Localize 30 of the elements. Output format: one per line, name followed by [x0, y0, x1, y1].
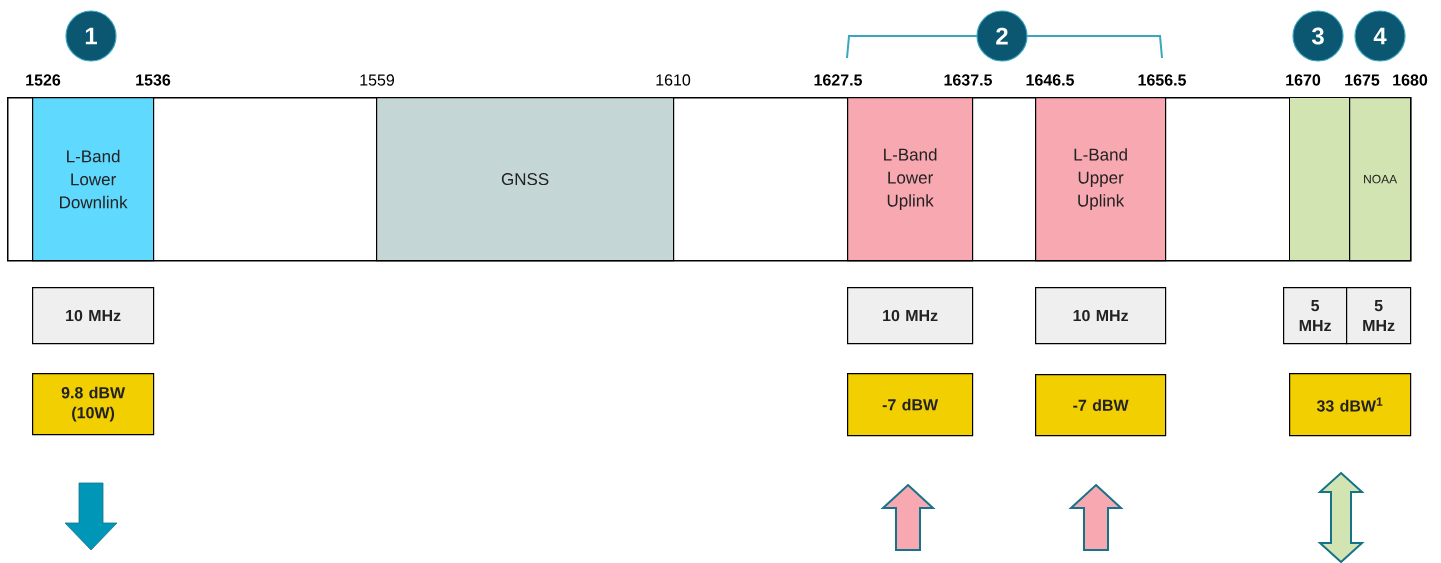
power-box: -7 dBW [1035, 374, 1167, 437]
bandwidth-box: 5 MHz [1283, 287, 1348, 345]
frequency-label: 1670 [1286, 74, 1321, 86]
frequency-label: 1637.5 [944, 74, 992, 86]
frequency-label: 1656.5 [1138, 74, 1186, 86]
band-block: L-Band Lower Downlink [32, 97, 155, 262]
power-box: 33 dBW$^{1}$ [1289, 373, 1412, 437]
bandwidth-box: 5 MHz [1346, 287, 1412, 345]
band-block [1289, 97, 1350, 261]
power-box: -7 dBW [847, 373, 974, 437]
number-badge: 4 [1354, 10, 1406, 62]
band-block: L-Band Lower Uplink [847, 97, 974, 262]
power-box: 9.8 dBW (10W) [32, 373, 155, 436]
bandwidth-box: 10 MHz [847, 287, 974, 345]
band-block: NOAA [1349, 97, 1412, 262]
bandwidth-box: 10 MHz [1035, 287, 1167, 345]
frequency-label: 1610 [656, 74, 691, 86]
band-block: GNSS [376, 97, 675, 262]
number-badge: 2 [976, 10, 1028, 62]
frequency-label: 1526 [26, 74, 61, 86]
frequency-label: 1627.5 [814, 74, 862, 86]
frequency-label: 1559 [360, 74, 394, 86]
bandwidth-box: 10 MHz [32, 287, 155, 345]
number-badge: 1 [65, 10, 117, 62]
frequency-label: 1646.5 [1026, 74, 1074, 86]
frequency-label: 1680 [1393, 74, 1428, 86]
number-badge: 3 [1292, 10, 1344, 62]
frequency-label: 1675 [1345, 74, 1380, 86]
frequency-label: 1536 [136, 74, 171, 86]
band-block: L-Band Upper Uplink [1035, 97, 1167, 262]
